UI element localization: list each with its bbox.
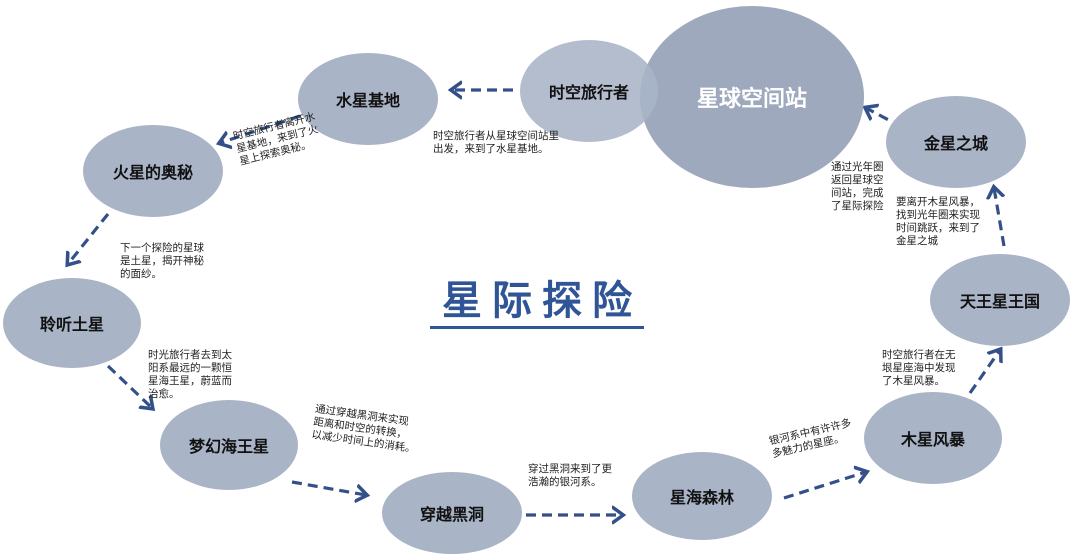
node-saturn: 聆听土星 [3,278,141,368]
arrow-galaxy-to-jupiter [783,472,866,500]
note-to-station: 通过光年圈返回星球空间站，完成了星际探险 [831,161,884,212]
arrow-mercury-to-mars [220,114,301,143]
node-time-traveler: 时空旅行者 [520,40,658,142]
note-to-venus: 要离开木星风暴，找到光年圈来实现时间跳跃，来到了金星之城 [896,196,980,247]
node-neptune: 梦幻海王星 [160,400,298,490]
node-mercury: 水星基地 [298,53,438,145]
node-galaxy: 星海森林 [632,452,772,540]
node-station: 星球空间站 [640,6,864,188]
node-uranus: 天王星王国 [930,254,1070,346]
arrow-saturn-to-neptune [106,364,152,408]
note-to-saturn: 下一个探险的星球是土星，揭开神秘的面纱。 [120,242,204,280]
node-mars: 火星的奥秘 [83,125,223,217]
note-to-uranus: 时空旅行者在无垠星座海中发现了木星风暴。 [882,349,956,387]
node-venus: 金星之城 [886,96,1026,188]
arrow-neptune-to-blackhole [291,480,366,495]
note-to-galaxy: 穿过黑洞来到了更浩瀚的银河系。 [528,463,612,488]
arrow-jupiter-to-uranus [968,350,1000,394]
arrow-mars-to-saturn [68,213,110,264]
node-jupiter: 木星风暴 [864,392,1002,484]
page-title: 星际探险 [0,268,1074,329]
note-to-mercury: 时空旅行者从星球空间站里出发，来到了水星基地。 [433,130,559,155]
node-blackhole: 穿越黑洞 [382,472,522,554]
note-to-neptune: 时光旅行者去到太阳系最远的一颗恒星海王星，蔚蓝而治愈。 [148,349,232,400]
arrow-uranus-to-venus [994,188,1006,247]
